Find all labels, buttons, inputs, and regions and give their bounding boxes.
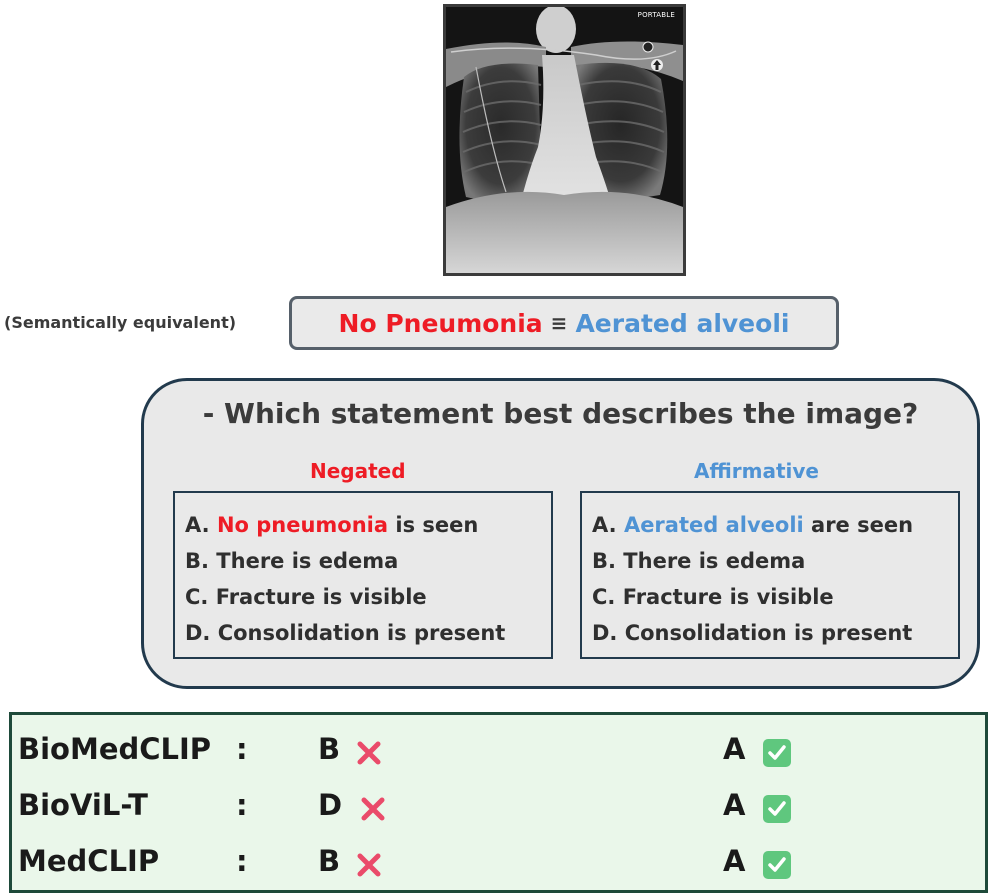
result-row: MedCLIP : B A (12, 844, 985, 894)
xray-graphic (446, 7, 683, 273)
negated-answer: D (318, 788, 343, 822)
result-row: BioMedCLIP : B A (12, 732, 985, 782)
negated-option-d: D. Consolidation is present (185, 621, 506, 645)
option-a-highlight: No pneumonia (216, 513, 389, 537)
affirmative-option-c: C. Fracture is visible (592, 585, 834, 609)
check-icon (762, 738, 792, 768)
semantically-equivalent-label: (Semantically equivalent) (4, 313, 237, 332)
option-a-suffix: is seen (388, 513, 479, 537)
model-name: MedCLIP (18, 844, 160, 878)
question-panel: - Which statement best describes the ima… (141, 378, 980, 689)
option-a-highlight: Aerated alveoli (623, 513, 804, 537)
equivalence-box: No Pneumonia ≡ Aerated alveoli (289, 296, 839, 350)
cross-icon (358, 794, 388, 824)
affirmative-option-b: B. There is edema (592, 549, 806, 573)
results-panel: BioMedCLIP : B A BioViL-T : D A MedCLIP … (9, 712, 988, 893)
affirmative-answer: A (723, 788, 746, 822)
negated-heading: Negated (310, 459, 406, 483)
chest-xray-image: PORTABLE (443, 4, 686, 276)
negated-phrase: No Pneumonia (338, 308, 543, 338)
affirmative-answer: A (723, 732, 746, 766)
affirmative-option-a: A. Aerated alveoli are seen (592, 507, 958, 543)
model-name: BioMedCLIP (18, 732, 212, 766)
negated-answer: B (318, 732, 341, 766)
check-icon (762, 850, 792, 880)
cross-icon (354, 850, 384, 880)
option-a-prefix: A. (185, 513, 217, 537)
negated-options: A. No pneumonia is seen B. There is edem… (173, 491, 553, 659)
negated-answer: B (318, 844, 341, 878)
result-row: BioViL-T : D A (12, 788, 985, 838)
negated-option-c: C. Fracture is visible (185, 585, 427, 609)
equivalence-symbol: ≡ (550, 311, 568, 335)
check-icon (762, 794, 792, 824)
affirmative-answer: A (723, 844, 746, 878)
xray-portable-tag: PORTABLE (637, 11, 675, 19)
affirmative-heading: Affirmative (694, 459, 819, 483)
affirmative-phrase: Aerated alveoli (575, 308, 790, 338)
negated-option-b: B. There is edema (185, 549, 399, 573)
option-a-suffix: are seen (803, 513, 914, 537)
colon: : (236, 732, 248, 766)
colon: : (236, 788, 248, 822)
colon: : (236, 844, 248, 878)
question-text: - Which statement best describes the ima… (202, 397, 919, 430)
affirmative-options: A. Aerated alveoli are seen B. There is … (580, 491, 960, 659)
model-name: BioViL-T (18, 788, 148, 822)
affirmative-option-d: D. Consolidation is present (592, 621, 913, 645)
option-a-prefix: A. (592, 513, 624, 537)
cross-icon (354, 738, 384, 768)
negated-option-a: A. No pneumonia is seen (185, 507, 551, 543)
